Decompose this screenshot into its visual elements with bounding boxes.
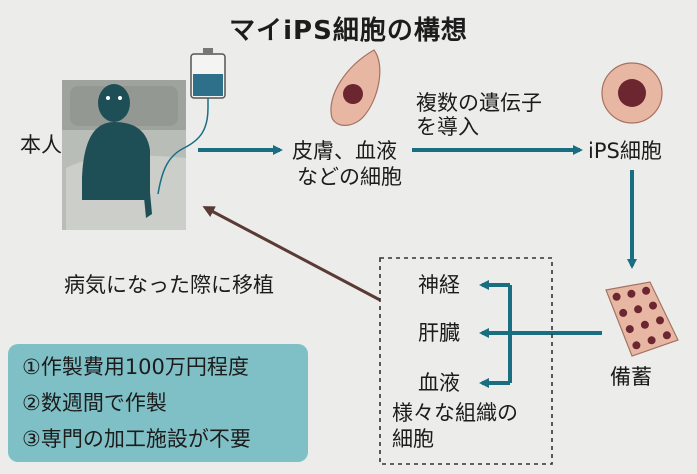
storage-well <box>662 331 671 340</box>
storage-plate-icon <box>605 281 679 357</box>
storage-well <box>625 325 634 334</box>
diagram-title: マイiPS細胞の構想 <box>229 16 468 46</box>
storage-well <box>649 301 657 310</box>
storage-well <box>619 308 628 317</box>
genes-label: 複数の遺伝子 <box>416 91 542 115</box>
patient-illustration <box>62 80 186 230</box>
storage-well <box>642 286 651 295</box>
skin-blood-label-2: などの細胞 <box>297 165 402 189</box>
person-label: 本人 <box>20 133 62 157</box>
storage-label: 備蓄 <box>610 365 652 389</box>
cost-item: ③専門の加工施設が不要 <box>22 427 251 451</box>
storage-wells <box>612 286 671 350</box>
blood-label: 血液 <box>418 371 460 395</box>
nerve-label: 神経 <box>418 273 460 297</box>
storage-well <box>647 336 656 345</box>
costs-box: ①作製費用100万円程度 ②数週間で作製 ③専門の加工施設が不要 <box>8 344 308 462</box>
skin-blood-label: 皮膚、血液 <box>292 139 397 163</box>
storage-well <box>612 292 621 301</box>
liver-label: 肝臓 <box>418 321 460 345</box>
cost-item: ②数週間で作製 <box>22 391 167 415</box>
ips-label: iPS細胞 <box>588 139 662 163</box>
cost-item: ①作製費用100万円程度 <box>22 355 249 379</box>
skin-cell-icon <box>330 49 381 126</box>
arrow-transplant <box>202 206 381 302</box>
storage-well <box>627 289 636 298</box>
storage-well <box>634 305 643 314</box>
tissues-label: 様々な組織の <box>392 401 518 425</box>
storage-well <box>640 320 649 329</box>
iv-drip-icon <box>157 48 226 195</box>
transplant-label: 病気になった際に移植 <box>64 273 274 297</box>
tissues-label-2: 細胞 <box>392 427 434 451</box>
ips-cell-icon <box>601 62 663 124</box>
storage-well <box>656 316 664 325</box>
genes-label-2: を導入 <box>416 115 479 139</box>
storage-well <box>632 341 641 350</box>
tissues-box <box>379 257 553 465</box>
